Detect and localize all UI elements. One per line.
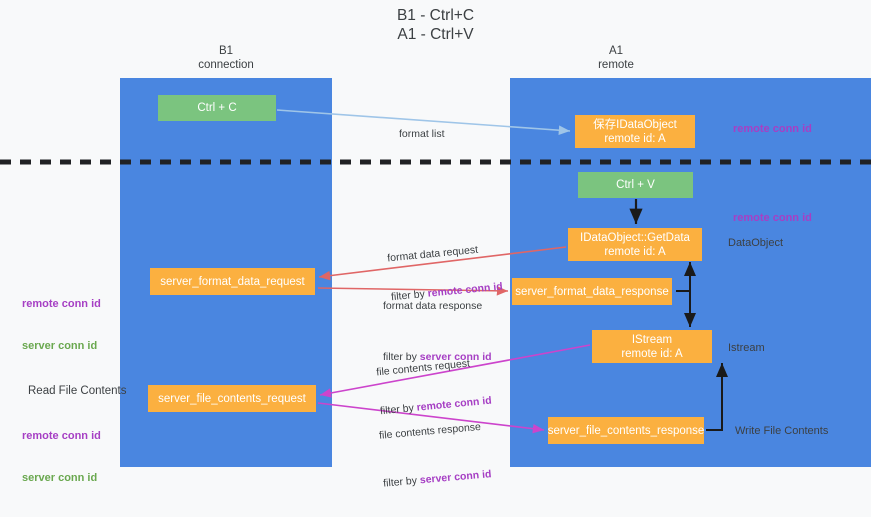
edge-label-format-data-response-line1: format data response: [383, 300, 483, 312]
node-ctrl-c-line1: Ctrl + C: [197, 102, 237, 114]
filter-key-server-conn-id: server conn id: [419, 468, 492, 487]
node-ctrl-c[interactable]: Ctrl + C: [158, 95, 276, 121]
node-server-format-data-request[interactable]: server_format_data_request: [150, 268, 315, 295]
node-save-idataobject-line2: remote id: A: [604, 132, 666, 145]
diagram-canvas: B1 - Ctrl+C A1 - Ctrl+V B1 connection A1…: [0, 7, 871, 490]
node-server-file-contents-response[interactable]: server_file_contents_response: [548, 417, 704, 444]
node-istream-line2: remote id: A: [621, 347, 683, 360]
filter-by-text: filter by: [383, 351, 420, 363]
annotation-remote-conn-id-left-1: remote conn id: [22, 298, 101, 310]
edge-label-format-data-response-line2: filter by server conn id: [383, 351, 492, 364]
node-istream-line1: IStream: [631, 333, 673, 346]
edge-label-format-list-line1: format list: [399, 128, 445, 140]
annotation-remote-conn-id-top: remote conn id: [733, 123, 812, 135]
node-idataobject-getdata-line1: IDataObject::GetData: [580, 231, 690, 244]
edge-label-format-data-request-line1: format data request: [386, 243, 479, 265]
node-server-file-contents-request-label: server_file_contents_request: [158, 392, 306, 405]
annotation-dataobject: DataObject: [728, 237, 784, 249]
filter-key-server-conn-id: server conn id: [419, 351, 492, 363]
node-save-idataobject-line1: 保存IDataObject: [593, 118, 677, 131]
node-server-format-data-request-label: server_format_data_request: [160, 275, 305, 288]
node-idataobject-getdata[interactable]: IDataObject::GetData remote id: A: [568, 228, 702, 261]
node-save-idataobject[interactable]: 保存IDataObject remote id: A: [575, 115, 695, 148]
edge-label-format-list: format list: [399, 102, 445, 167]
node-server-file-contents-request[interactable]: server_file_contents_request: [148, 385, 316, 412]
node-ctrl-v-line1: Ctrl + V: [616, 179, 655, 191]
node-idataobject-getdata-line2: remote id: A: [604, 245, 666, 258]
edge-label-file-contents-response-line1: file contents response: [378, 420, 482, 442]
diagram-title: B1 - Ctrl+C A1 - Ctrl+V: [396, 7, 475, 43]
edge-label-file-contents-request-line1: file contents request: [375, 357, 471, 379]
annotation-left-conn-ids-top: remote conn id server conn id: [22, 269, 101, 381]
edge-label-file-contents-response: file contents response filter by server …: [376, 394, 494, 516]
node-server-file-contents-response-label: server_file_contents_response: [547, 424, 705, 437]
lane-header-b1: B1 connection: [198, 45, 254, 71]
node-istream[interactable]: IStream remote id: A: [592, 330, 712, 363]
annotation-remote-conn-id-mid: remote conn id: [733, 212, 812, 224]
annotation-left-conn-ids-bottom: remote conn id server conn id: [22, 401, 101, 513]
node-server-format-data-response[interactable]: server_format_data_response: [512, 278, 672, 305]
lane-header-a1: A1 remote: [598, 45, 634, 71]
annotation-server-conn-id-left-1: server conn id: [22, 340, 98, 352]
annotation-write-file-contents: Write File Contents: [735, 425, 829, 437]
annotation-remote-conn-id-left-2: remote conn id: [22, 430, 101, 442]
annotation-server-conn-id-left-2: server conn id: [22, 472, 98, 484]
filter-by-text: filter by: [382, 474, 421, 490]
annotation-read-file-contents: Read File Contents: [28, 385, 127, 397]
annotation-istream: Istream: [728, 342, 765, 354]
node-server-format-data-response-label: server_format_data_response: [515, 285, 669, 298]
edge-label-file-contents-response-line2: filter by server conn id: [383, 468, 492, 490]
node-ctrl-v[interactable]: Ctrl + V: [578, 172, 693, 198]
edge-label-format-data-response: format data response filter by server co…: [383, 274, 492, 390]
